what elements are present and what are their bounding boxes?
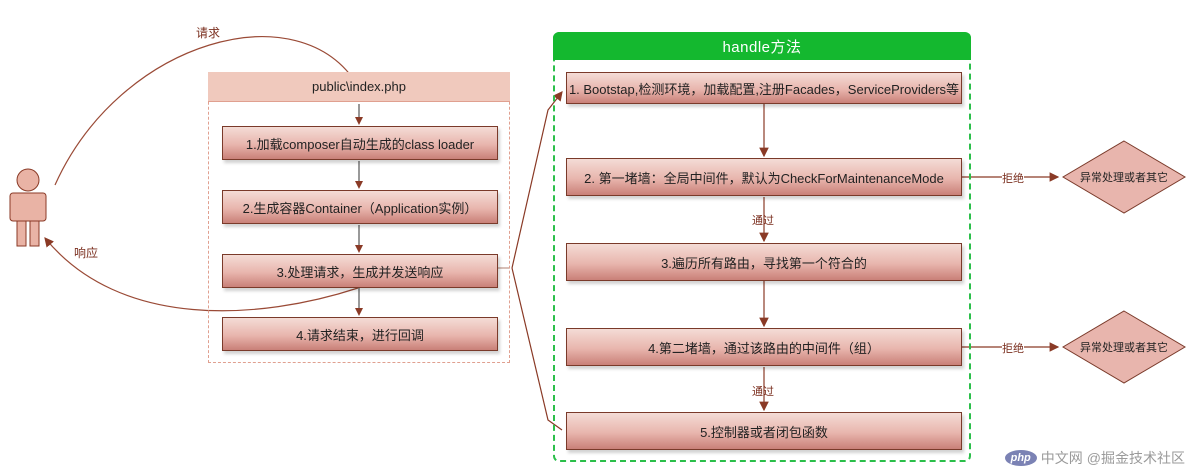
request-arrow bbox=[54, 36, 359, 186]
right-step-5: 5.控制器或者闭包函数 bbox=[566, 412, 962, 450]
exception-diamond-2: 异常处理或者其它 bbox=[1062, 310, 1186, 384]
left-step-4: 4.请求结束，进行回调 bbox=[222, 317, 498, 351]
handle-link-bottom bbox=[511, 267, 563, 431]
reject-label-2: 拒绝 bbox=[1002, 340, 1024, 356]
pass-label-1: 通过 bbox=[752, 215, 774, 227]
pass-label-2: 通过 bbox=[752, 386, 774, 398]
exception-diamond-1: 异常处理或者其它 bbox=[1062, 140, 1186, 214]
response-arrow bbox=[44, 237, 359, 312]
left-step-3: 3.处理请求，生成并发送响应 bbox=[222, 254, 498, 288]
watermark-site: 中文网 bbox=[1040, 450, 1083, 466]
left-step-1: 1.加载composer自动生成的class loader bbox=[222, 126, 498, 160]
left-step-2: 2.生成容器Container（Application实例） bbox=[222, 190, 498, 224]
right-step-1: 1. Bootstap,检测环境，加载配置,注册Facades，ServiceP… bbox=[566, 72, 962, 104]
watermark-author: @掘金技术社区 bbox=[1086, 450, 1185, 466]
right-step-2: 2. 第一堵墙：全局中间件，默认为CheckForMaintenanceMode bbox=[566, 158, 962, 196]
right-step-3: 3.遍历所有路由，寻找第一个符合的 bbox=[566, 243, 962, 281]
php-logo: php bbox=[1004, 450, 1037, 466]
user-icon bbox=[9, 168, 47, 247]
handle-method-title: handle方法 bbox=[553, 32, 971, 60]
handle-link-top bbox=[511, 91, 563, 269]
index-php-title: public\index.php bbox=[208, 72, 510, 102]
reject-label-1: 拒绝 bbox=[1002, 170, 1024, 186]
request-label: 请求 bbox=[196, 26, 221, 40]
exception-label-1: 异常处理或者其它 bbox=[1080, 172, 1168, 184]
watermark: php 中文网 @掘金技术社区 bbox=[1004, 448, 1185, 468]
right-step-4: 4.第二堵墙，通过该路由的中间件（组） bbox=[566, 328, 962, 366]
response-label: 响应 bbox=[74, 246, 99, 260]
exception-label-2: 异常处理或者其它 bbox=[1080, 342, 1168, 354]
